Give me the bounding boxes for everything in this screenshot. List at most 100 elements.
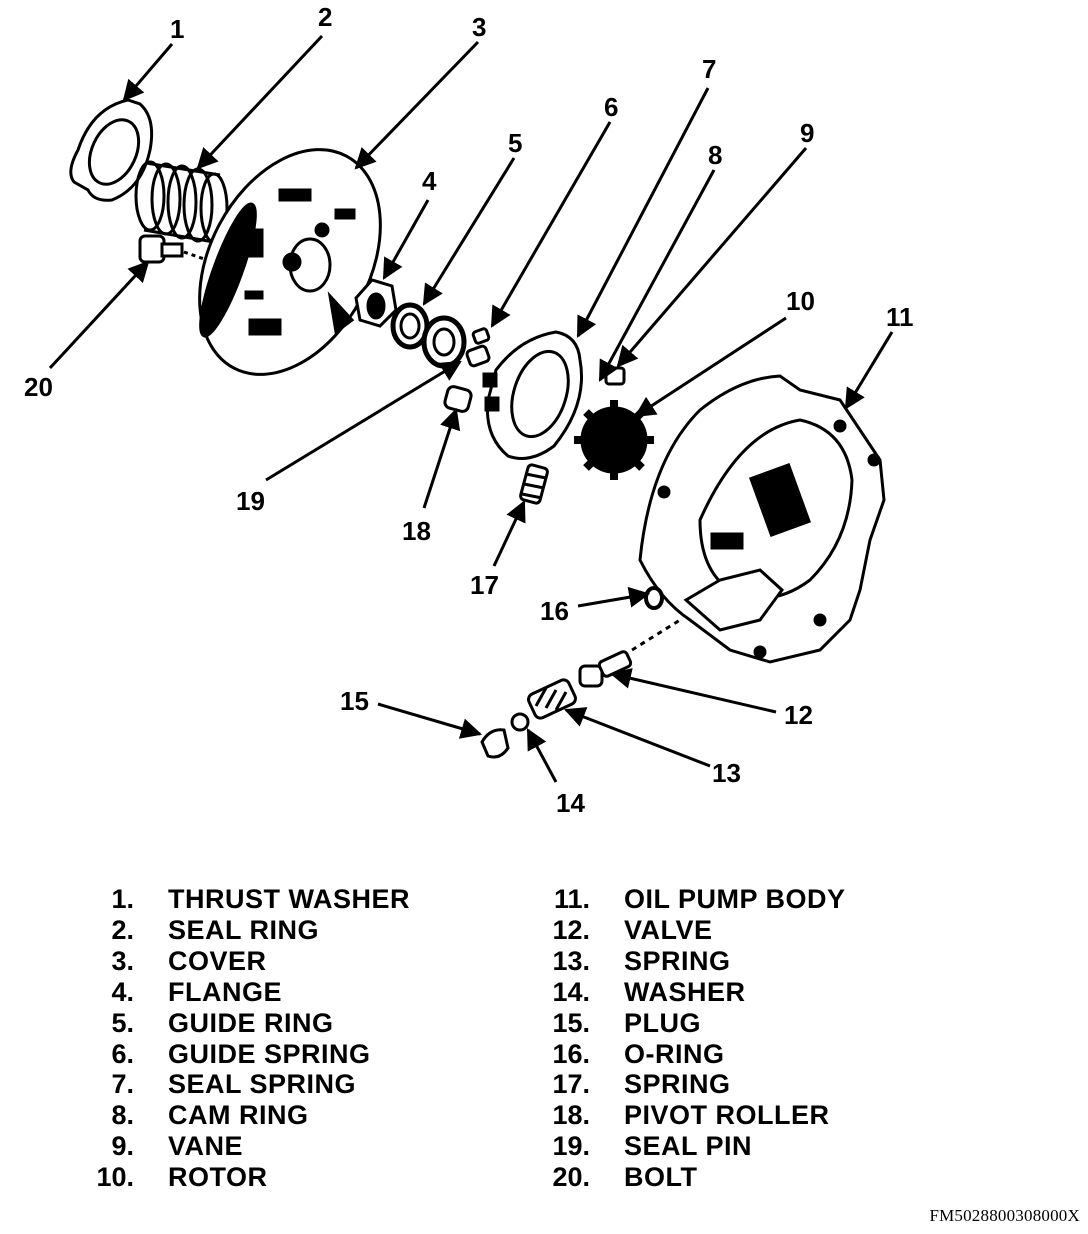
legend-item: 16. O-RING bbox=[532, 1039, 846, 1070]
legend-number: 17. bbox=[552, 1069, 590, 1100]
legend-item: 11. OIL PUMP BODY bbox=[532, 884, 846, 915]
legend-part-name: ROTOR bbox=[168, 1162, 268, 1193]
legend-part-name: BOLT bbox=[624, 1162, 698, 1193]
legend-item: 12. VALVE bbox=[532, 915, 846, 946]
callout-16: 16 bbox=[540, 596, 569, 626]
legend-item: 18. PIVOT ROLLER bbox=[532, 1100, 846, 1131]
parts-legend-left: 1. THRUST WASHER 2. SEAL RING 3. COVER 4. FL… bbox=[88, 884, 410, 1193]
legend-number: 1. bbox=[111, 884, 134, 914]
spring-17-part bbox=[519, 463, 549, 505]
legend-part-name: SPRING bbox=[624, 945, 731, 976]
legend-item: 13. SPRING bbox=[532, 946, 846, 977]
legend-item: 9. VANE bbox=[88, 1131, 410, 1162]
callout-2: 2 bbox=[318, 2, 332, 32]
legend-item: 20. BOLT bbox=[532, 1162, 846, 1193]
callout-1: 1 bbox=[170, 14, 184, 44]
legend-item: 2. SEAL RING bbox=[88, 915, 410, 946]
legend-part-name: WASHER bbox=[624, 976, 746, 1007]
callout-19: 19 bbox=[236, 486, 265, 516]
legend-part-name: THRUST WASHER bbox=[168, 884, 410, 914]
legend-part-name: SEAL RING bbox=[168, 914, 320, 945]
legend-item: 5. GUIDE RING bbox=[88, 1008, 410, 1039]
legend-item: 7. SEAL SPRING bbox=[88, 1069, 410, 1100]
legend-item: 10. ROTOR bbox=[88, 1162, 410, 1193]
callout-14: 14 bbox=[556, 788, 585, 818]
legend-number: 19. bbox=[552, 1131, 590, 1162]
legend-part-name: OIL PUMP BODY bbox=[624, 884, 846, 914]
valve-part bbox=[578, 618, 681, 688]
guide-spring-part bbox=[421, 315, 467, 369]
legend-part-name: CAM RING bbox=[168, 1100, 309, 1131]
exploded-view-diagram: 1 2 3 4 5 6 7 8 9 10 11 12 13 14 15 16 1… bbox=[24, 2, 914, 818]
legend-part-name: SEAL SPRING bbox=[168, 1069, 357, 1100]
seal-ring-part bbox=[134, 160, 229, 244]
seal-spring-part bbox=[471, 327, 491, 345]
legend-item: 8.CAM RING bbox=[88, 1100, 410, 1131]
legend-number: 7. bbox=[111, 1069, 134, 1100]
callout-15: 15 bbox=[340, 686, 369, 716]
callout-labels: 1 2 3 4 5 6 7 8 9 10 11 12 13 14 15 16 1… bbox=[24, 2, 914, 818]
oil-pump-body-part bbox=[638, 374, 886, 664]
legend-number: 11. bbox=[553, 884, 590, 914]
legend-number: 4. bbox=[111, 976, 134, 1007]
callout-17: 17 bbox=[470, 570, 499, 600]
callout-5: 5 bbox=[508, 128, 522, 158]
legend-part-name: SPRING bbox=[624, 1069, 731, 1100]
callout-9: 9 bbox=[800, 118, 814, 148]
callout-20: 20 bbox=[24, 372, 53, 402]
legend-item: 19. SEAL PIN bbox=[532, 1131, 846, 1162]
o-ring-part bbox=[644, 586, 664, 610]
legend-item: 15. PLUG bbox=[532, 1008, 846, 1039]
plug-part bbox=[480, 728, 510, 759]
legend-number: 10. bbox=[96, 1162, 134, 1193]
callout-8: 8 bbox=[708, 140, 722, 170]
callout-13: 13 bbox=[712, 758, 741, 788]
legend-part-name: SEAL PIN bbox=[624, 1131, 753, 1162]
legend-item: 6. GUIDE SPRING bbox=[88, 1039, 410, 1070]
washer-part bbox=[510, 712, 530, 732]
legend-item: 14. WASHER bbox=[532, 977, 846, 1008]
cam-ring-part bbox=[482, 330, 584, 460]
parts-legend-right: 11. OIL PUMP BODY 12. VALVE 13. SPRING 14. W… bbox=[532, 884, 846, 1193]
callout-11: 11 bbox=[886, 302, 914, 332]
rotor-part bbox=[574, 400, 654, 480]
legend-number: 13. bbox=[552, 945, 590, 976]
legend-part-name: O-RING bbox=[624, 1038, 725, 1069]
legend-part-name: VALVE bbox=[624, 914, 713, 945]
legend-item: 3. COVER bbox=[88, 946, 410, 977]
legend-number: 9. bbox=[111, 1131, 134, 1162]
legend-number: 2. bbox=[111, 914, 134, 945]
callout-3: 3 bbox=[472, 12, 486, 42]
callout-4: 4 bbox=[422, 166, 437, 196]
legend-part-name: PIVOT ROLLER bbox=[624, 1100, 830, 1131]
legend-number: 14. bbox=[552, 976, 590, 1007]
legend-number: 18. bbox=[552, 1100, 590, 1131]
vane-part bbox=[604, 366, 626, 386]
legend-number: 12. bbox=[552, 914, 590, 945]
callout-12: 12 bbox=[784, 700, 813, 730]
legend-item: 4. FLANGE bbox=[88, 977, 410, 1008]
leader-lines bbox=[48, 34, 894, 783]
legend-number: 5. bbox=[111, 1007, 134, 1038]
legend-number: 15. bbox=[552, 1007, 590, 1038]
legend-part-name: GUIDE RING bbox=[168, 1007, 334, 1038]
legend-number: 16. bbox=[552, 1038, 590, 1069]
legend-part-name: FLANGE bbox=[168, 976, 282, 1007]
pivot-roller-part bbox=[443, 385, 473, 413]
legend-part-name: GUIDE SPRING bbox=[168, 1038, 371, 1069]
callout-18: 18 bbox=[402, 516, 431, 546]
legend-part-name: VANE bbox=[168, 1131, 244, 1162]
callout-10: 10 bbox=[786, 286, 815, 316]
callout-7: 7 bbox=[702, 54, 716, 84]
thrust-washer-part bbox=[69, 98, 154, 202]
legend-item: 1. THRUST WASHER bbox=[88, 884, 410, 915]
figure-id: FM5028800308000X bbox=[929, 1206, 1080, 1225]
legend-number: 20. bbox=[552, 1162, 590, 1193]
legend-number: 6. bbox=[111, 1038, 134, 1069]
legend-part-name: PLUG bbox=[624, 1007, 702, 1038]
spring-13-part bbox=[527, 678, 577, 720]
cover-part bbox=[198, 148, 382, 376]
callout-6: 6 bbox=[604, 92, 618, 122]
legend-part-name: COVER bbox=[168, 945, 267, 976]
legend-number: 3. bbox=[111, 945, 134, 976]
